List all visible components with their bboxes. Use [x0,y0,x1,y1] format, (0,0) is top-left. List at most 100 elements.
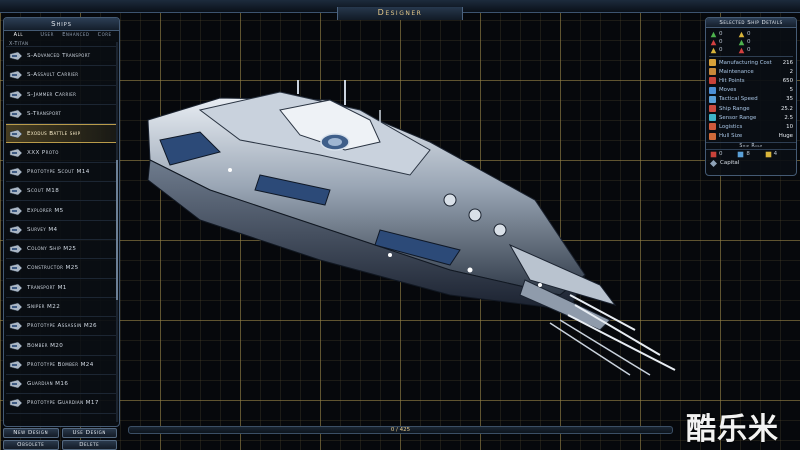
ship-list-item[interactable]: Bomber M20 [6,336,117,356]
armor-defense-icon [738,47,745,53]
ship-thumbnail-icon [9,167,23,177]
point-defense-icon [710,47,717,53]
details-divider [709,56,793,57]
role-count-cell: 4 [765,151,792,158]
weapon-summary-cell: 0 [710,30,738,38]
ship-thumbnail-icon [9,341,23,351]
top-bar: Designer [0,0,800,20]
ship-list-item[interactable]: Colony Ship M25 [6,240,117,260]
watermark-logo: 酷乐米 [686,412,779,447]
ship-list-item-label: Prototype Scout M14 [27,168,90,175]
stat-icon [709,105,716,113]
kinetic-weapon-icon [710,39,717,45]
ship-thumbnail-icon [9,129,23,139]
ship-list-item[interactable]: Scout M18 [6,182,117,202]
stat-value: 5 [789,87,793,94]
ships-panel-title: Ships [4,18,119,31]
stat-icon [709,59,716,67]
stat-label: Ship Range [719,105,750,112]
weapon-summary-cell: 0 [710,46,738,54]
ship-list-item[interactable]: Prototype Bomber M24 [6,356,117,376]
ship-list-item-label: Constructor M25 [27,265,79,272]
ship-list-item-label: Bomber M20 [27,342,64,349]
weapon-summary-value: 0 [747,47,751,53]
design-buttons-row-1: New Design Use Design [3,428,117,438]
filter-tab-core[interactable]: Core [97,32,112,38]
ship-list-item-label: S-Assault Carrier [27,72,79,79]
ship-list-item[interactable]: Sniper M22 [6,298,117,318]
new-design-button[interactable]: New Design [3,428,59,438]
ship-list-item-label: XXX Proto [27,149,59,156]
ship-thumbnail-icon [9,51,23,61]
ship-list-item[interactable]: Transport M1 [6,279,117,298]
details-panel-title: Selected Ship Details [706,18,796,28]
stat-label: Manufacturing Cost [719,59,772,66]
delete-button[interactable]: Delete [61,440,117,450]
stat-label: Maintenance [719,68,754,75]
stat-icon [709,77,716,85]
obsolete-button[interactable]: Obsolete [3,440,59,450]
ship-list-item[interactable]: Prototype Scout M14 [6,163,117,183]
stat-row: Sensor Range 2.5 [706,113,796,122]
role-count-value: 0 [719,151,723,158]
ship-thumbnail-icon [9,244,23,254]
missile-weapon-icon [738,31,745,37]
ship-role-header: Ship Role [706,141,796,150]
filter-tab-all[interactable]: All [13,32,24,38]
ship-list-item-label: X-Titan [9,41,29,47]
ship-thumbnail-icon [9,148,23,158]
ship-list-item-label: S-Advanced Transport [27,53,91,60]
ship-list-item[interactable]: Constructor M25 [6,259,117,279]
ship-list-item[interactable]: Guardian M16 [6,375,117,395]
ship-list-item[interactable]: Explorer M5 [6,201,117,221]
ship-list-item[interactable]: Survey M4 [6,221,117,240]
stat-icon [709,95,716,103]
screen-title: Designer [336,7,464,20]
support-role-icon [765,151,771,157]
stat-icon [709,114,716,122]
design-capacity-bar: 0 / 425 [128,426,673,434]
stat-label: Tactical Speed [719,96,758,103]
weapon-summary-cell: 0 [738,38,766,46]
role-count-cell: 0 [710,151,737,158]
filter-tab-user[interactable]: User [40,32,54,38]
ship-list-scrollbar[interactable] [116,42,118,422]
stat-label: Logistics [719,123,743,130]
ship-list-item-label: Sniper M22 [27,304,61,310]
stat-label: Sensor Range [719,114,757,121]
ship-list-item-label: Prototype Bomber M24 [27,361,94,368]
filter-tab-enhanced[interactable]: Enhanced [62,32,90,38]
use-design-button[interactable]: Use Design [61,428,117,438]
ship-list-item-label: Prototype Assassin M26 [27,323,97,330]
ship-thumbnail-icon [9,70,23,80]
ship-list-item[interactable]: S-Jammer Carrier [6,86,117,105]
ship-role-name: Capital [706,159,796,168]
ship-list-item[interactable]: X-Titan [6,41,117,47]
ship-model-view[interactable] [130,80,700,420]
ship-thumbnail-icon [9,379,23,389]
ship-list-item[interactable]: S-Advanced Transport [6,47,117,67]
ship-list-item[interactable]: Exodus Battle ship [6,124,117,144]
ship-list-item[interactable]: Prototype Assassin M26 [6,317,117,337]
ship-list-item-label: Explorer M5 [27,207,64,214]
weapon-summary-value: 0 [747,31,751,37]
ship-list-item-label: Transport M1 [27,284,67,291]
design-buttons-row-2: Obsolete Delete [3,440,117,450]
capacity-readout: 0 / 425 [390,427,411,433]
capital-role-icon [710,159,717,167]
ship-list-item[interactable]: XXX Proto [6,143,117,163]
scrollbar-thumb[interactable] [116,160,118,300]
stat-row: Logistics 10 [706,122,796,131]
ship-list-item[interactable]: Prototype Guardian M17 [6,394,117,414]
stat-value: 10 [786,123,793,130]
stat-value: 2.5 [784,114,793,121]
ship-list-item[interactable]: S-Assault Carrier [6,66,117,86]
ship-list-item[interactable]: S-Transport [6,105,117,125]
ship-thumbnail-icon [9,186,23,196]
